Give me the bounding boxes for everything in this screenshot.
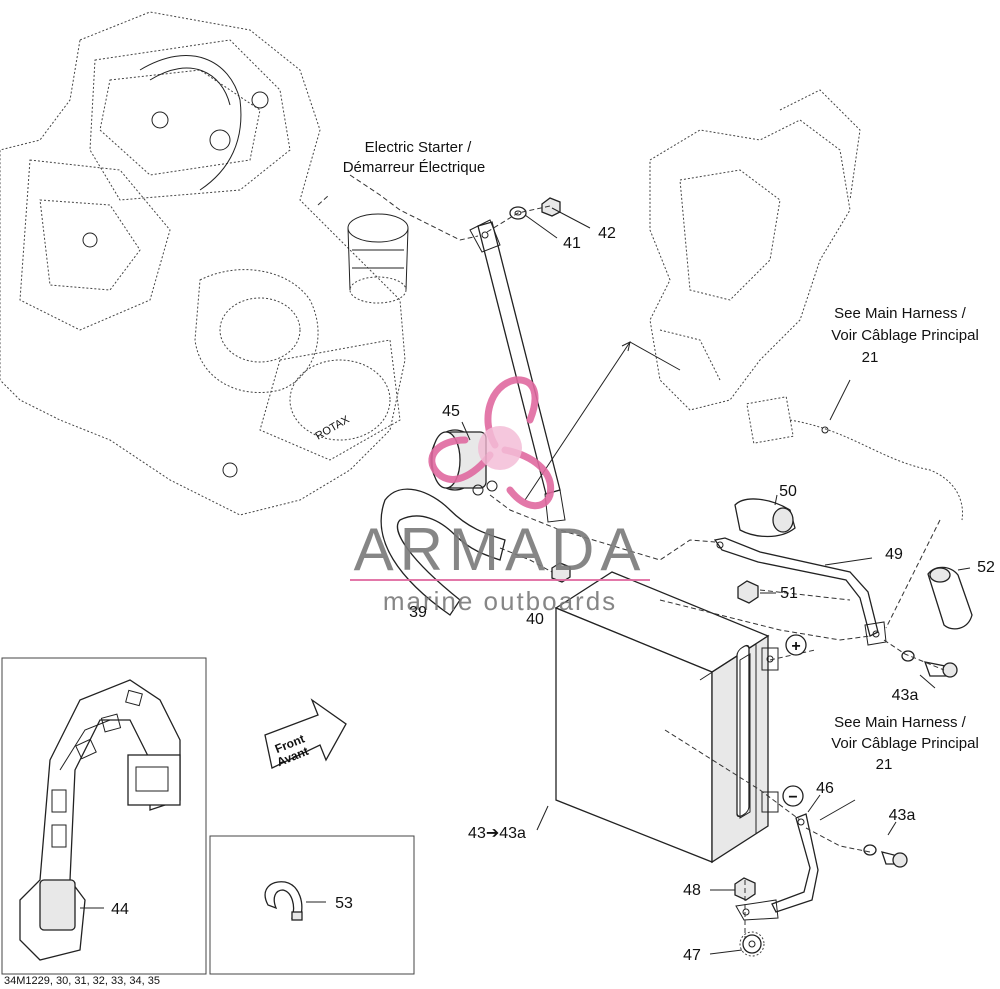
callout-47: 47 — [683, 947, 701, 964]
armada-watermark: ARMADA marine outboards — [350, 376, 650, 616]
callout-49: 49 — [885, 546, 903, 563]
callout-43a-bottom: 43a — [889, 807, 916, 824]
hold-down-strap-44 — [19, 679, 181, 961]
negative-cable-46 — [735, 813, 819, 921]
nut-42 — [541, 197, 561, 217]
callout-43a-top: 43a — [892, 687, 919, 704]
cap-50 — [734, 498, 796, 538]
footer-reference: 34M1229, 30, 31, 32, 33, 34, 35 — [4, 975, 160, 987]
callout-45: 45 — [442, 403, 460, 420]
main-harness-top-ref: 21 — [862, 349, 879, 366]
assembly-lines — [317, 174, 945, 938]
electric-starter-label-fr: Démarreur Électrique — [343, 159, 486, 176]
negative-marker: − — [782, 785, 804, 807]
watermark-subtitle: marine outboards — [383, 586, 617, 616]
callout-42: 42 — [598, 225, 616, 242]
callout-39: 39 — [409, 604, 427, 621]
boot-39 — [380, 488, 506, 616]
bolt-43a-bottom — [863, 844, 908, 868]
inset-box-53: 53 — [209, 835, 415, 975]
starter-cable — [469, 219, 566, 523]
callout-46: 46 — [816, 780, 834, 797]
main-harness-top-label-en: See Main Harness / — [834, 305, 967, 322]
clip-53 — [264, 881, 303, 921]
callout-50: 50 — [779, 483, 797, 500]
battery-cable-49 — [713, 537, 887, 646]
lock-washer-47 — [739, 931, 765, 957]
callout-41: 41 — [563, 235, 581, 252]
callout-44: 44 — [111, 901, 129, 918]
cap-52 — [927, 566, 973, 630]
positive-marker: + — [785, 634, 807, 656]
engine-illustration: ROTAX — [0, 11, 409, 516]
main-harness-bottom-label-en: See Main Harness / — [834, 714, 967, 731]
callout-52: 52 — [977, 559, 995, 576]
battery-43 — [554, 571, 779, 864]
main-harness-bracket — [649, 89, 964, 521]
engine-brand-text: ROTAX — [314, 413, 353, 442]
callout-48: 48 — [683, 882, 701, 899]
callout-51: 51 — [780, 585, 798, 602]
nut-51 — [737, 580, 759, 604]
leader-lines — [461, 207, 971, 955]
main-harness-bottom-label-fr: Voir Câblage Principal — [831, 735, 979, 752]
plus-sign: + — [791, 638, 800, 655]
callout-40: 40 — [526, 611, 544, 628]
inset-box-44: 44 — [1, 657, 207, 975]
nut-40 — [551, 562, 571, 583]
main-harness-top-label-fr: Voir Câblage Principal — [831, 327, 979, 344]
battery-ref-label: 43➔43a — [468, 825, 526, 842]
main-harness-bottom-ref: 21 — [876, 756, 893, 773]
minus-sign: − — [788, 789, 797, 806]
propeller-logo — [428, 376, 555, 510]
callout-53: 53 — [335, 895, 353, 912]
watermark-title: ARMADA — [354, 516, 647, 583]
front-arrow: Front Avant — [264, 698, 347, 769]
electric-starter-label-en: Electric Starter / — [365, 139, 473, 156]
